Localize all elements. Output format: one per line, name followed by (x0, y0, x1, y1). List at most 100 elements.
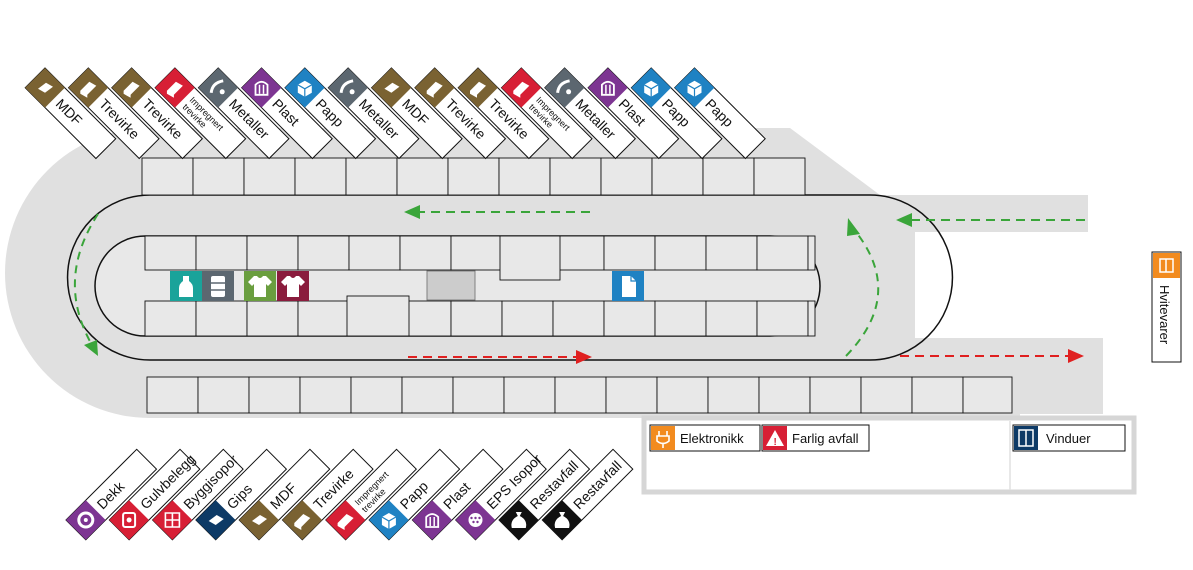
waste-sign: MDF (238, 448, 331, 541)
bag-glyph (554, 512, 570, 528)
parking-stall (447, 157, 500, 196)
container-bay (426, 270, 476, 301)
hvitevarer-label: Hvitevarer (1157, 285, 1172, 345)
bag-glyph (425, 513, 440, 528)
textile-icon (277, 271, 309, 301)
sign-icon-bg (588, 68, 628, 108)
green-arrow-top-head (404, 205, 420, 219)
glass-icon (170, 271, 202, 301)
board-glyph (251, 515, 267, 525)
parking-stall (141, 157, 194, 196)
parking-stall (654, 300, 707, 337)
parking-stall (860, 376, 913, 414)
parking-stall (450, 300, 503, 337)
paper-glyph-fold (630, 276, 636, 282)
parking-stall (246, 235, 299, 271)
green-arrow-left-head (84, 340, 98, 356)
parking-stall (656, 376, 709, 414)
parking-stall (195, 235, 248, 271)
roll-glyph (122, 512, 137, 528)
parking-stall (350, 376, 403, 414)
waste-sign: Plast (240, 67, 333, 160)
sign-icon-glyph (556, 79, 572, 95)
parking-stall (498, 157, 551, 196)
sign-icon-glyph (687, 80, 702, 97)
bag-glyph (601, 80, 615, 96)
waste-sign: Trevirke (67, 67, 160, 160)
waste-sign: Trevirke (457, 67, 550, 160)
box-glyph-edge (643, 84, 659, 97)
parking-stall (554, 376, 607, 414)
parking-stall (401, 376, 454, 414)
parking-stall (552, 300, 605, 337)
sign-icon-glyph (294, 514, 311, 530)
vinduer-label: Vinduer (1046, 431, 1091, 446)
parking-stall (144, 300, 197, 337)
parking-stall (603, 300, 656, 337)
sign-icon-glyph (513, 81, 530, 98)
container-bay (346, 295, 410, 337)
shirt-glyph (248, 276, 272, 297)
sign-icon-glyph (425, 513, 440, 528)
red-arrow-exit-head (1068, 349, 1084, 363)
sign-icon-glyph (164, 512, 181, 528)
sign-icon-glyph (77, 511, 95, 529)
bottle-glyph (179, 276, 193, 297)
sign-icon-glyph (511, 512, 527, 528)
parking-stall (297, 300, 350, 337)
parking-stall (503, 376, 556, 414)
box-glyph-edge (381, 516, 397, 529)
board-glyph (384, 82, 400, 93)
parking-stall (294, 157, 347, 196)
sign-icon-glyph (468, 513, 483, 527)
green-arrow-left (73, 213, 99, 346)
lumber-glyph (470, 81, 486, 98)
waste-sign: Trevirke (281, 448, 374, 541)
pipe-glyph (209, 79, 224, 94)
parking-stall (452, 376, 505, 414)
parking-stall (758, 376, 811, 414)
sign-icon-bg (198, 68, 238, 108)
box-glyph-edge (687, 84, 702, 97)
pipe-icon (198, 68, 238, 108)
pipe-dot (566, 89, 572, 95)
parking-stall (399, 235, 452, 271)
pipe-dot (349, 89, 355, 95)
plastic-icon (588, 68, 628, 108)
lumber-glyph (337, 514, 354, 530)
bag-glyph (511, 512, 527, 528)
sign-icon-glyph (601, 80, 615, 96)
parking-stall (146, 376, 199, 414)
lumber-glyph (294, 514, 311, 530)
tire-glyph-hub (83, 518, 88, 522)
cans-icon (202, 271, 234, 301)
shirt-glyph (281, 276, 305, 297)
board-glyph (208, 515, 224, 525)
foam-glyph-dot (476, 520, 479, 524)
pipe-glyph (556, 79, 570, 94)
waste-sign: Plast (411, 448, 504, 541)
sign-icon-glyph (123, 81, 140, 98)
parking-stall (807, 300, 816, 337)
green-arrow-right (845, 231, 880, 357)
parking-stall (248, 376, 301, 414)
sign-icon-glyph (209, 79, 225, 95)
parking-stall (651, 157, 704, 196)
parking-stall (702, 157, 755, 196)
sign-icon-glyph (337, 514, 354, 530)
foam-glyph-dot (478, 516, 481, 520)
red-arrow-mid-head (576, 350, 592, 364)
block-glyph (164, 512, 181, 528)
parking-stall (243, 157, 296, 196)
sign-icon-glyph (38, 82, 53, 93)
board-icon (25, 68, 65, 108)
can-glyph (211, 276, 225, 297)
center-icons (170, 271, 644, 301)
pipe-dot (219, 89, 225, 95)
waste-sign: MDF (370, 67, 463, 160)
elektronikk-label: Elektronikk (680, 431, 744, 446)
